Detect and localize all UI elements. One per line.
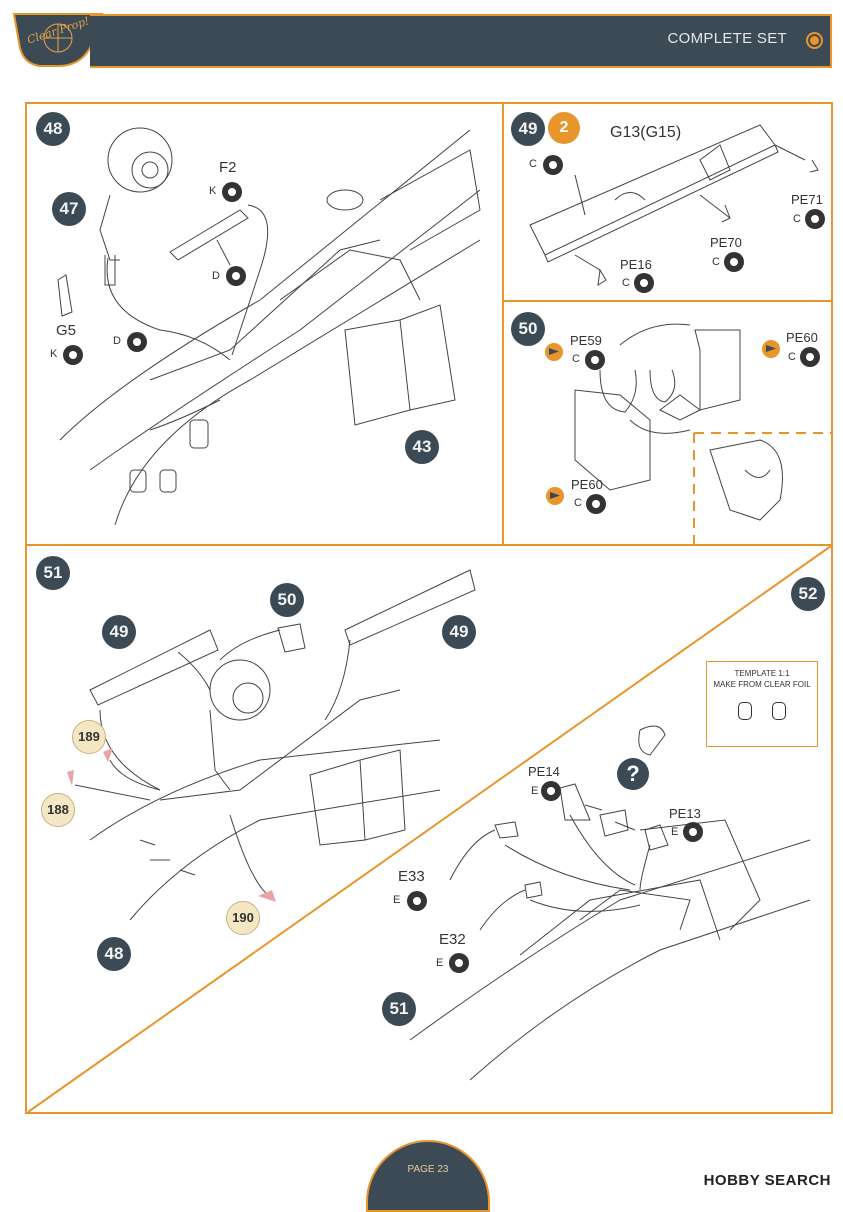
template-shape-left	[738, 702, 752, 720]
divider-horizontal	[25, 544, 833, 546]
step-49-badge: 49	[511, 112, 545, 146]
ref-48-badge: 48	[97, 937, 131, 971]
part-pe71-sprue: C	[793, 213, 801, 225]
instruction-frame	[25, 102, 833, 1114]
part-e33-label: E33	[398, 868, 425, 885]
watermark: HOBBY SEARCH	[703, 1172, 831, 1189]
template-shape-right	[772, 702, 786, 720]
part-e32-label: E32	[439, 931, 466, 948]
part-pe71-label: PE71	[791, 192, 823, 207]
part-pe70-icon	[724, 252, 744, 272]
part-f2-label: F2	[219, 159, 237, 176]
ref-49b-badge: 49	[442, 615, 476, 649]
part-pe60a-sprue: C	[788, 351, 796, 363]
part-pe71-icon	[805, 209, 825, 229]
page-number: PAGE 23	[407, 1164, 449, 1175]
step-51-badge: 51	[36, 556, 70, 590]
photo-etch-icon	[546, 487, 564, 505]
ref-50-badge: 50	[270, 583, 304, 617]
part-pe59-icon	[585, 350, 605, 370]
decal-190: 190	[226, 901, 260, 935]
template-subtitle: MAKE FROM CLEAR FOIL	[713, 680, 811, 689]
part-g13-sprue: C	[529, 158, 537, 170]
header-dot-icon	[808, 34, 821, 47]
part-pe13-sprue: E	[671, 826, 679, 838]
part-e33-icon	[407, 891, 427, 911]
part-pe60a-icon	[800, 347, 820, 367]
part-pe14-sprue: E	[531, 785, 539, 797]
decal-189: 189	[72, 720, 106, 754]
part-g5-sprue: K	[50, 348, 58, 360]
subassembly-43-badge: 43	[405, 430, 439, 464]
decal-188: 188	[41, 793, 75, 827]
part-g5-label: G5	[56, 322, 77, 339]
part-pe60a-label: PE60	[786, 330, 818, 345]
repeat-twice-icon: 2	[548, 112, 580, 144]
subassembly-47-badge: 47	[52, 192, 86, 226]
photo-etch-icon	[545, 343, 563, 361]
photo-etch-icon	[762, 340, 780, 358]
ref-49a-badge: 49	[102, 615, 136, 649]
part-d-icon	[226, 266, 246, 286]
part-f2-icon	[222, 182, 242, 202]
part-pe60b-icon	[586, 494, 606, 514]
part-pe16-label: PE16	[620, 257, 652, 272]
part-d2-sprue: D	[113, 335, 121, 347]
part-pe13-label: PE13	[669, 806, 701, 821]
part-pe70-label: PE70	[710, 235, 742, 250]
part-pe14-icon	[541, 781, 561, 801]
divider-step49-50	[502, 300, 833, 302]
part-d-sprue: D	[212, 270, 220, 282]
part-pe16-icon	[634, 273, 654, 293]
part-g13-label: G13(G15)	[610, 124, 682, 141]
part-e32-sprue: E	[436, 957, 444, 969]
part-pe60b-sprue: C	[574, 497, 582, 509]
clear-prop-logo	[12, 13, 104, 67]
part-pe59-sprue: C	[572, 353, 580, 365]
step-50-badge: 50	[511, 312, 545, 346]
step-52-badge: 52	[791, 577, 825, 611]
ref-51-badge: 51	[382, 992, 416, 1026]
header-title: COMPLETE SET	[667, 30, 787, 47]
part-g5-icon	[63, 345, 83, 365]
part-g13-icon	[543, 155, 563, 175]
header-bar	[90, 14, 832, 68]
part-pe16-sprue: C	[622, 277, 630, 289]
template-title: TEMPLATE 1:1	[734, 669, 790, 678]
page-header: Clear Prop! COMPLETE SET	[0, 0, 843, 80]
part-pe59-label: PE59	[570, 333, 602, 348]
part-pe70-sprue: C	[712, 256, 720, 268]
question-icon: ?	[617, 758, 649, 790]
part-d2-icon	[127, 332, 147, 352]
part-e32-icon	[449, 953, 469, 973]
part-f2-sprue: K	[209, 185, 217, 197]
part-e33-sprue: E	[393, 894, 401, 906]
part-pe60b-label: PE60	[571, 477, 603, 492]
step-48-badge: 48	[36, 112, 70, 146]
part-pe14-label: PE14	[528, 764, 560, 779]
part-pe13-icon	[683, 822, 703, 842]
clear-foil-template: TEMPLATE 1:1 MAKE FROM CLEAR FOIL	[706, 661, 818, 747]
divider-vertical	[502, 102, 504, 545]
